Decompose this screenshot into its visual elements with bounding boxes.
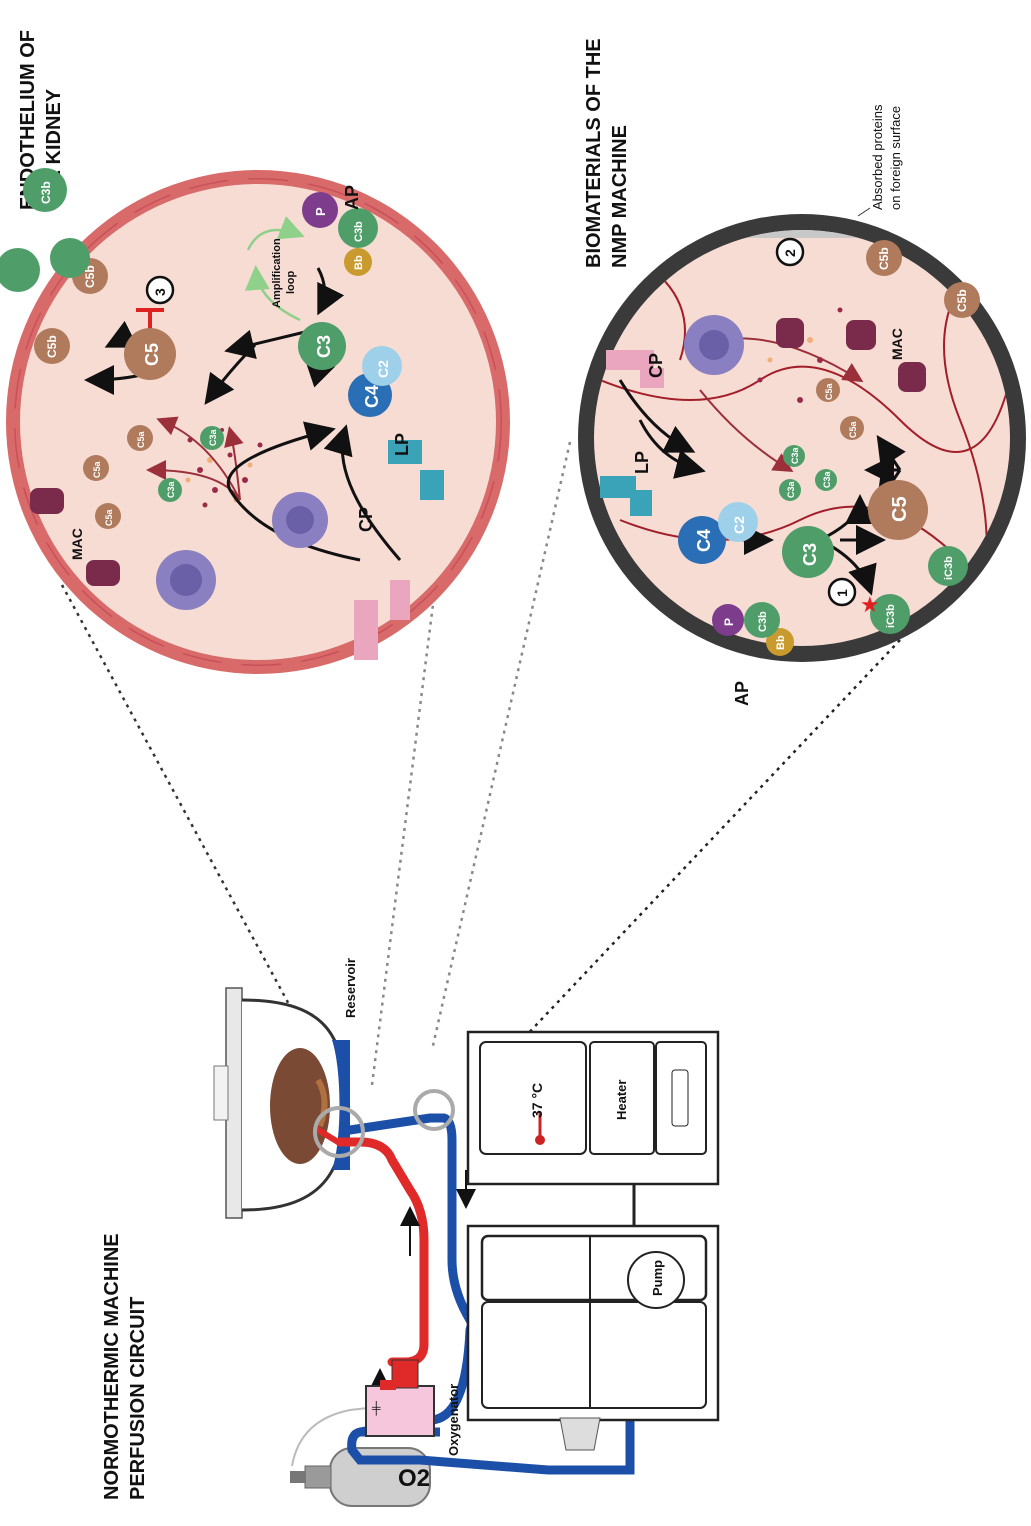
temperature-label: 37 °C xyxy=(529,1083,545,1118)
svg-text:P: P xyxy=(722,618,736,626)
svg-text:C3a: C3a xyxy=(786,480,796,498)
svg-text:on foreign surface: on foreign surface xyxy=(888,106,903,210)
heater-unit: 37 °C Heater xyxy=(468,1032,718,1226)
immune-cell-icon xyxy=(684,315,744,375)
svg-text:C5: C5 xyxy=(142,343,162,366)
svg-text:loop: loop xyxy=(285,271,297,294)
svg-text:P: P xyxy=(313,207,328,216)
svg-text:C3: C3 xyxy=(314,335,334,358)
svg-text:Bb: Bb xyxy=(353,255,365,270)
biomaterials-heading: BIOMATERIALS OF THE NMP MACHINE xyxy=(583,38,631,268)
svg-text:iC3b: iC3b xyxy=(885,604,897,628)
svg-text:LP: LP xyxy=(632,451,652,474)
svg-text:LP: LP xyxy=(392,433,412,456)
svg-text:C3b: C3b xyxy=(39,181,53,204)
biomaterials-circle: ★ Absorbed proteins on foreign surface A… xyxy=(578,104,1026,706)
svg-text:MAC: MAC xyxy=(69,528,85,560)
svg-text:C5b: C5b xyxy=(955,289,969,312)
svg-text:2: 2 xyxy=(782,249,798,257)
svg-text:C3a: C3a xyxy=(208,428,218,446)
svg-text:AP: AP xyxy=(732,681,752,706)
svg-text:C4: C4 xyxy=(694,529,714,552)
svg-text:CP: CP xyxy=(646,353,666,378)
svg-text:1: 1 xyxy=(834,589,850,597)
svg-text:C5a: C5a xyxy=(848,420,858,438)
svg-text:C3a: C3a xyxy=(790,446,800,464)
svg-text:iC3b: iC3b xyxy=(943,556,955,580)
pump-unit: Pump xyxy=(468,1226,718,1450)
svg-text:BIOMATERIALS OF THE: BIOMATERIALS OF THE xyxy=(583,38,605,268)
svg-text:Amplification: Amplification xyxy=(271,238,283,308)
svg-text:C5a: C5a xyxy=(104,508,114,526)
immune-cell-icon xyxy=(272,492,328,548)
svg-text:MAC: MAC xyxy=(889,328,905,360)
svg-text:3: 3 xyxy=(152,288,168,296)
svg-text:C5b: C5b xyxy=(877,247,891,270)
pump-label: Pump xyxy=(650,1260,665,1296)
svg-text:PERFUSION CIRCUIT: PERFUSION CIRCUIT xyxy=(127,1297,149,1500)
star-icon: ★ xyxy=(860,592,880,617)
svg-text:C5a: C5a xyxy=(136,430,146,448)
reservoir-label: Reservoir xyxy=(343,958,358,1018)
kidney-endothelium-circle: AP CP LP Amplification loop 3 C3 C5 C4 C… xyxy=(0,168,510,674)
svg-text:C2: C2 xyxy=(731,516,747,534)
svg-text:C2: C2 xyxy=(375,360,391,378)
svg-text:C4: C4 xyxy=(362,385,382,408)
svg-text:C5a: C5a xyxy=(824,382,834,400)
svg-text:Bb: Bb xyxy=(775,635,787,650)
svg-text:AP: AP xyxy=(342,185,362,210)
immune-cell-icon xyxy=(156,550,216,610)
svg-text:C5a: C5a xyxy=(92,460,102,478)
reservoir: Reservoir xyxy=(214,958,358,1218)
absorbed-proteins-label: Absorbed proteins xyxy=(870,104,885,210)
circuit-heading: NORMOTHERMIC MACHINE PERFUSION CIRCUIT xyxy=(101,1233,149,1500)
svg-text:C3b: C3b xyxy=(353,221,365,242)
svg-text:NMP MACHINE: NMP MACHINE xyxy=(609,125,631,268)
heater-label: Heater xyxy=(614,1080,629,1120)
svg-text:C5b: C5b xyxy=(45,335,59,358)
oxygenator-label: Oxygenator xyxy=(446,1384,461,1456)
svg-text:C3: C3 xyxy=(800,543,820,566)
oxygenator-icon: ╪ xyxy=(371,1401,381,1416)
svg-text:C3b: C3b xyxy=(757,611,769,632)
svg-text:NORMOTHERMIC MACHINE: NORMOTHERMIC MACHINE xyxy=(101,1233,123,1500)
arterial-tubing xyxy=(340,1142,424,1362)
svg-text:C3a: C3a xyxy=(822,470,832,488)
perfusion-circuit: O2 Reservoir ╪ xyxy=(214,958,718,1506)
svg-text:C5: C5 xyxy=(889,496,911,522)
svg-text:CP: CP xyxy=(356,507,376,532)
oxygen-label: O2 xyxy=(398,1465,430,1492)
svg-text:C5b: C5b xyxy=(83,265,97,288)
svg-text:C3a: C3a xyxy=(166,480,176,498)
